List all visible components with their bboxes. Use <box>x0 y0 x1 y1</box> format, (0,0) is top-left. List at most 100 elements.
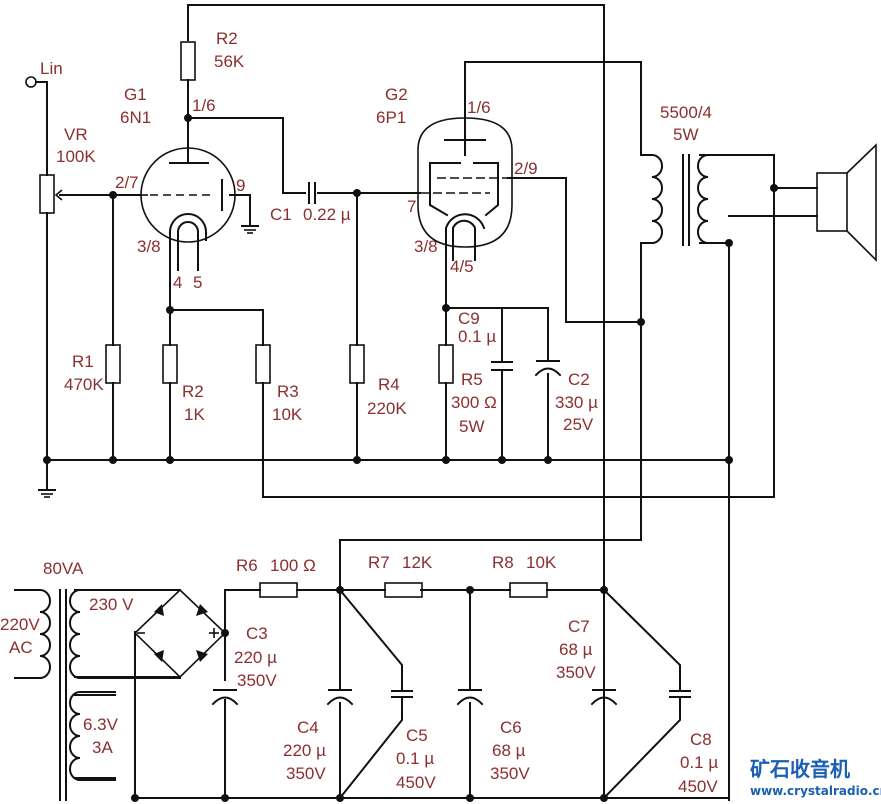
capacitor-c3 <box>211 689 239 706</box>
tube-g2-6p1 <box>417 117 513 261</box>
label-g1-ref: G1 <box>124 85 147 104</box>
label-c8-voltage: 450V <box>678 777 718 796</box>
label-g2-type: 6P1 <box>376 108 406 127</box>
label-c7-ref: C7 <box>568 617 590 636</box>
label-pt-primary-type: AC <box>9 638 33 657</box>
label-g2-pin-anode: 1/6 <box>467 98 491 117</box>
capacitor-c8 <box>669 690 691 698</box>
capacitor-c6 <box>456 689 484 706</box>
label-lin: Lin <box>40 59 63 78</box>
label-r7-ref: R7 <box>368 553 390 572</box>
label-c4-voltage: 350V <box>286 764 326 783</box>
resistor-r2-1k <box>162 344 178 384</box>
label-c1-ref: C1 <box>270 205 292 224</box>
resistor-r3 <box>255 344 271 384</box>
ground-icon <box>241 225 259 234</box>
label-g1-pin-shield: 9 <box>236 176 245 195</box>
volume-potentiometer[interactable] <box>39 174 63 214</box>
tube-g1-6n1 <box>140 147 236 271</box>
speaker-icon <box>816 143 877 262</box>
resistor-r5 <box>438 344 454 384</box>
label-c2-voltage: 25V <box>563 415 594 434</box>
label-vr-ref: VR <box>64 125 88 144</box>
label-r8-value: 10K <box>526 553 557 572</box>
label-c7-voltage: 350V <box>556 663 596 682</box>
resistor-r6 <box>259 582 298 598</box>
label-g1-pin-cathode: 3/8 <box>137 237 161 256</box>
label-r7-value: 12K <box>402 553 433 572</box>
label-pt-primary: 220V <box>0 615 40 634</box>
label-g1-pin-grid: 2/7 <box>115 173 139 192</box>
label-r3-value: 10K <box>272 405 303 424</box>
input-terminal <box>25 76 48 88</box>
label-r4-value: 220K <box>367 399 407 418</box>
label-c3-value: 220 µ <box>234 648 277 667</box>
label-c9-value: 0.1 µ <box>458 327 496 346</box>
label-pt-rating: 80VA <box>43 559 84 578</box>
label-c3-ref: C3 <box>246 624 268 643</box>
label-r3-ref: R3 <box>277 382 299 401</box>
resistor-r1 <box>105 344 121 384</box>
resistor-r4 <box>349 344 365 384</box>
label-g2-pin-cathode: 3/8 <box>414 237 438 256</box>
label-pt-heater-a: 3A <box>92 738 113 757</box>
label-g1-pin-anode: 1/6 <box>192 96 216 115</box>
capacitor-c1 <box>308 182 316 204</box>
wires-power-supply <box>74 588 730 800</box>
label-g2-pin-grid: 7 <box>407 197 416 216</box>
resistor-r7 <box>384 582 423 598</box>
ground-icon <box>38 489 56 498</box>
label-c5-ref: C5 <box>406 726 428 745</box>
label-r1-ref: R1 <box>72 352 94 371</box>
capacitor-c4 <box>326 689 354 706</box>
capacitor-c7 <box>590 589 618 706</box>
capacitor-c5 <box>391 690 413 698</box>
label-r2-ref: R2 <box>216 29 238 48</box>
label-g2-pin-heater: 4/5 <box>450 257 474 276</box>
label-r5-ref: R5 <box>461 370 483 389</box>
label-c2-value: 330 µ <box>555 393 598 412</box>
junction-dots <box>43 114 778 802</box>
label-r6-value: 100 Ω <box>270 556 316 575</box>
label-c6-voltage: 350V <box>490 764 530 783</box>
label-ot-ratio: 5500/4 <box>660 103 712 122</box>
bridge-rectifier <box>133 588 227 679</box>
capacitor-c9 <box>491 361 513 371</box>
label-r6-ref: R6 <box>236 556 258 575</box>
label-ot-power: 5W <box>673 125 699 144</box>
resistor-r8 <box>509 582 548 598</box>
label-r2-value: 56K <box>214 52 245 71</box>
label-c5-voltage: 450V <box>396 773 436 792</box>
label-c9-ref: C9 <box>458 309 480 328</box>
resistor-r2-56k <box>180 41 196 81</box>
label-r2b-ref: R2 <box>182 382 204 401</box>
wires-amplifier <box>46 4 818 801</box>
label-g1-pin-heater-b: 5 <box>193 273 202 292</box>
label-pt-hv: 230 V <box>89 595 134 614</box>
label-r4-ref: R4 <box>378 375 400 394</box>
label-c8-value: 0.1 µ <box>680 753 718 772</box>
label-c3-voltage: 350V <box>237 671 277 690</box>
label-g1-type: 6N1 <box>120 108 151 127</box>
label-r5-power: 5W <box>459 417 485 436</box>
capacitor-c2 <box>534 360 562 377</box>
label-g2-ref: G2 <box>385 85 408 104</box>
watermark-url: www.crystalradio.cn <box>750 784 881 798</box>
label-g2-pin-screen: 2/9 <box>514 159 538 178</box>
label-c4-value: 220 µ <box>283 741 326 760</box>
label-c2-ref: C2 <box>568 370 590 389</box>
label-c7-value: 68 µ <box>559 640 593 659</box>
output-transformer <box>640 154 709 246</box>
label-c1-value: 0.22 µ <box>303 205 351 224</box>
power-transformer <box>14 589 181 801</box>
label-c6-ref: C6 <box>500 718 522 737</box>
label-r8-ref: R8 <box>492 553 514 572</box>
label-r5-value: 300 Ω <box>451 393 497 412</box>
label-c8-ref: C8 <box>690 730 712 749</box>
watermark-chinese: 矿石收音机 <box>750 757 850 781</box>
label-pt-heater-v: 6.3V <box>83 715 119 734</box>
label-g1-pin-heater-a: 4 <box>173 273 182 292</box>
label-c6-value: 68 µ <box>492 741 526 760</box>
label-vr-value: 100K <box>56 147 96 166</box>
label-r1-value: 470K <box>64 375 104 394</box>
